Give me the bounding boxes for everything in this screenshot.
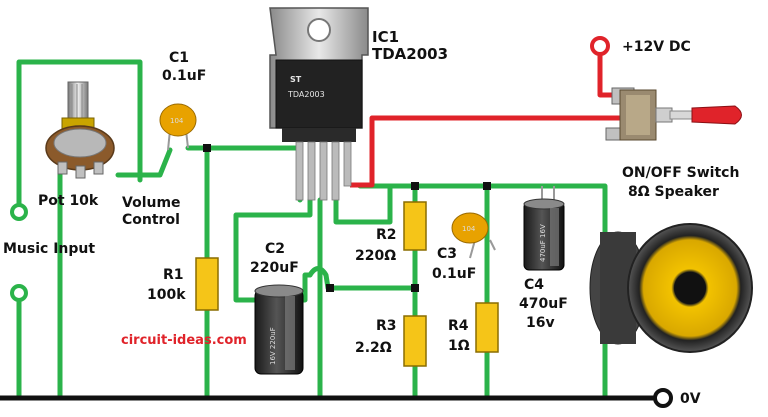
pot-10k	[45, 81, 115, 179]
ic-supply-wire	[350, 115, 625, 188]
ground-label: 0V	[680, 391, 701, 407]
resistors	[195, 201, 499, 367]
c2-ref-label: C2	[265, 241, 285, 257]
ground-terminal	[653, 388, 673, 408]
c4-voltage-label: 16v	[526, 315, 555, 331]
speaker-label: 8Ω Speaker	[628, 184, 719, 200]
c3-value-label: 0.1uF	[432, 266, 476, 282]
ic1-part-label: TDA2003	[372, 45, 448, 63]
c4-electrolytic-capacitor: 470uF 16V	[523, 186, 565, 271]
music-input-label: Music Input	[3, 241, 95, 257]
r1-resistor	[195, 257, 219, 311]
svg-text:16V 220uF: 16V 220uF	[269, 327, 277, 365]
c3-ref-label: C3	[437, 246, 457, 262]
volume-label-line1: Volume	[122, 195, 181, 211]
watermark: circuit-ideas.com	[121, 333, 247, 348]
r4-ref-label: R4	[448, 318, 469, 334]
r2-ref-label: R2	[376, 227, 397, 243]
pot-to-c1-wire	[115, 147, 173, 178]
c4-value-label: 470uF	[519, 296, 568, 312]
junction-dot	[203, 144, 211, 152]
junction-dot	[411, 182, 419, 190]
supply-terminal	[590, 36, 610, 56]
svg-text:TDA2003: TDA2003	[287, 90, 325, 99]
r3-value-label: 2.2Ω	[355, 340, 392, 356]
junction-dot	[411, 284, 419, 292]
pot-label: Pot 10k	[38, 193, 99, 209]
c2-left-wire	[233, 197, 313, 303]
r1-ref-label: R1	[163, 267, 184, 283]
r3-resistor	[403, 315, 427, 367]
music-input-terminal-bottom	[10, 284, 28, 302]
r1-value-label: 100k	[147, 287, 186, 303]
svg-text:470uF 16V: 470uF 16V	[539, 224, 547, 262]
c1-ref-label: C1	[169, 50, 189, 66]
c1-value-label: 0.1uF	[162, 68, 206, 84]
ic-pin4-wire	[333, 183, 393, 225]
junction-dots	[203, 144, 491, 292]
r4-value-label: 1Ω	[448, 338, 470, 354]
c3-ceramic-capacitor: 104	[451, 212, 496, 259]
supply-label: +12V DC	[622, 39, 691, 55]
r3-ref-label: R3	[376, 318, 397, 334]
c2-electrolytic-capacitor: 16V 220uF	[254, 284, 304, 375]
junction-dot	[483, 182, 491, 190]
volume-label-line2: Control	[122, 212, 180, 228]
c2-value-label: 220uF	[250, 260, 299, 276]
output-rail	[357, 183, 608, 238]
supply-wire	[350, 52, 625, 188]
svg-text:104: 104	[462, 225, 476, 233]
junction-dot	[326, 284, 334, 292]
r2-resistor	[403, 201, 427, 251]
svg-text:104: 104	[170, 117, 184, 125]
r4-resistor	[475, 302, 499, 353]
ic1-tda2003: ST TDA2003	[269, 7, 369, 201]
c1-ceramic-capacitor: 104	[159, 103, 197, 151]
ic1-ref-label: IC1	[372, 28, 399, 46]
input-wire-top	[16, 59, 143, 209]
r2-value-label: 220Ω	[355, 248, 396, 264]
speaker	[589, 223, 753, 353]
music-input-terminal-top	[10, 203, 28, 221]
labels: IC1 TDA2003 C1 0.1uF Pot 10k Volume Cont…	[3, 28, 739, 407]
c4-ref-label: C4	[524, 277, 544, 293]
on-off-switch	[605, 87, 742, 141]
svg-text:ST: ST	[290, 75, 302, 84]
switch-label: ON/OFF Switch	[622, 165, 739, 181]
feedback-hop-wire	[307, 266, 418, 291]
